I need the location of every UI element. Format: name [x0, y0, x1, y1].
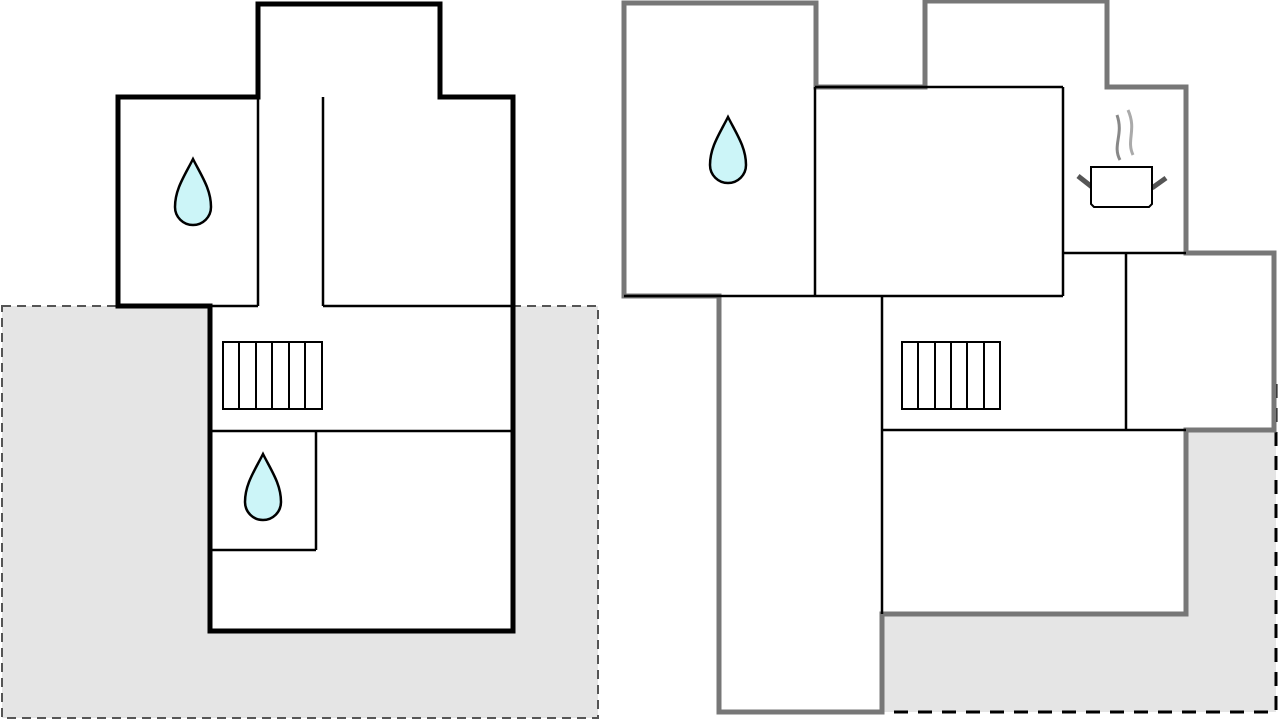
cooking-pot-icon	[1076, 109, 1168, 208]
stairs-icon	[901, 341, 1001, 410]
floor-plan-left	[1, 1, 599, 719]
floor-plan-right	[621, 0, 1278, 715]
interior-walls	[210, 97, 513, 552]
outdoor-boundary	[870, 375, 1278, 714]
stairs-icon	[222, 341, 323, 410]
interior-walls	[624, 85, 1186, 614]
exterior-wall	[115, 1, 516, 634]
